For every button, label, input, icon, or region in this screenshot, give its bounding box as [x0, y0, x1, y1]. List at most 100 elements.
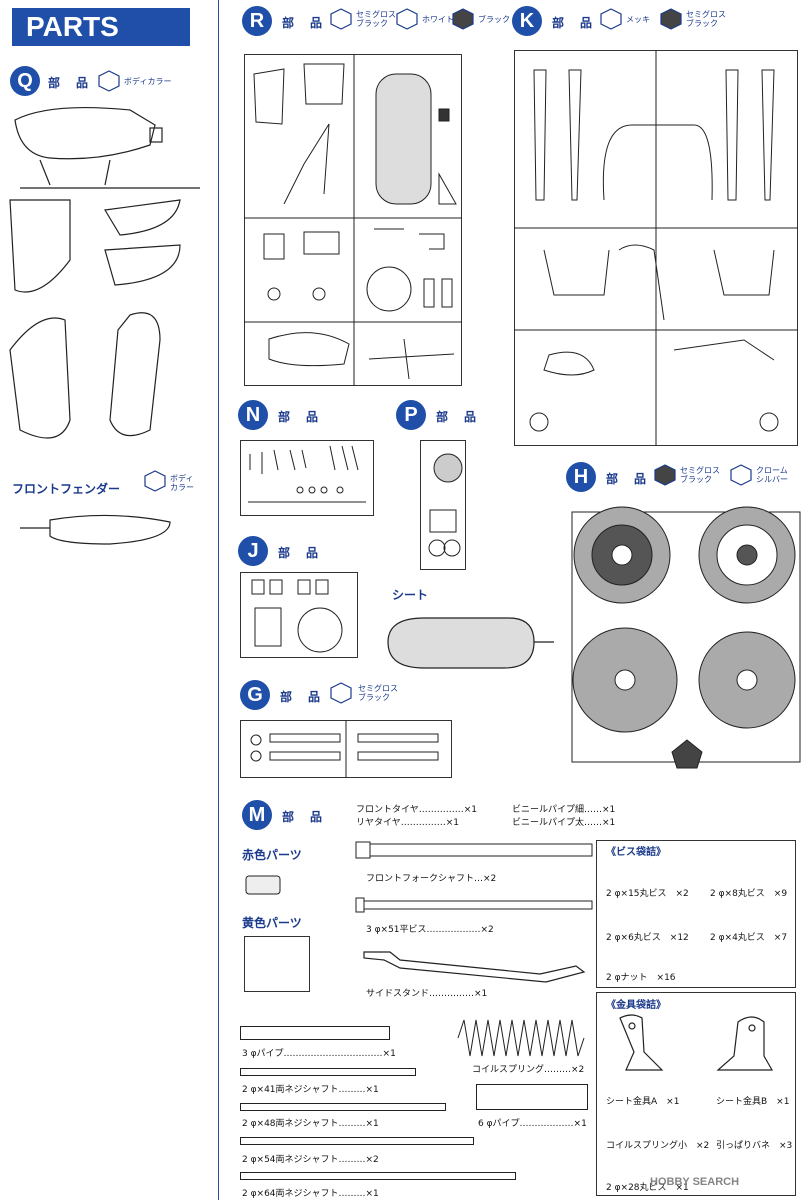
seat-brackets-drawing	[619, 1014, 774, 1071]
section-j-badge: J	[238, 536, 268, 566]
flat-screw-drawing	[355, 897, 593, 913]
p-parts-drawing	[428, 453, 463, 557]
section-q-color: ボディカラー	[124, 77, 172, 86]
tension-spring-item: 引っぱりバネ ×3	[716, 1141, 793, 1151]
j-parts-drawing	[251, 579, 343, 653]
hexagon-filled-icon	[452, 8, 474, 30]
hexagon-icon	[144, 470, 166, 492]
seat-bracket-b-item: シート金具B ×1	[716, 1097, 790, 1107]
pipe3-item: 3 φパイプ……………………………×1	[242, 1049, 396, 1059]
k-parts-drawing	[514, 50, 798, 446]
g-parts-drawing	[250, 720, 439, 778]
red-part-drawing	[245, 875, 281, 895]
shaft54-item: 2 φ×54両ネジシャフト………×2	[242, 1155, 379, 1165]
shaft54-drawing	[240, 1137, 474, 1145]
n-sprue-frame	[240, 440, 374, 516]
hexagon-filled-icon	[654, 464, 676, 486]
screw-6-item: 2 φ×6丸ビス ×12	[606, 933, 689, 943]
shaft64-item: 2 φ×64両ネジシャフト………×1	[242, 1189, 379, 1199]
h-color-2: クローム シルバー	[756, 466, 788, 484]
r-sprue-frame	[244, 54, 462, 386]
shaft41-item: 2 φ×41両ネジシャフト………×1	[242, 1085, 379, 1095]
screw-4-item: 2 φ×4丸ビス ×7	[710, 933, 788, 943]
pipe6-drawing	[476, 1084, 588, 1110]
hexagon-icon	[730, 464, 752, 486]
watermark: HOBBY SEARCH	[650, 1176, 740, 1188]
side-stand-item: サイドスタンド……………×1	[366, 989, 488, 999]
q-parts-drawing	[9, 106, 200, 439]
red-parts-label: 赤色パーツ	[242, 848, 302, 862]
section-m-label: 部 品	[282, 810, 325, 824]
shaft48-item: 2 φ×48両ネジシャフト………×1	[242, 1119, 379, 1129]
section-k-badge: K	[512, 6, 542, 36]
rear-tire-item: リヤタイヤ……………×1	[356, 818, 459, 828]
p-sprue-frame	[420, 440, 466, 570]
r-color-3: ブラック	[478, 15, 510, 24]
section-k-label: 部 品	[552, 16, 595, 30]
screw-bag-title: 《ビス袋詰》	[606, 847, 666, 858]
page-divider	[218, 0, 219, 1200]
section-r-badge: R	[242, 6, 272, 36]
hexagon-filled-icon	[660, 8, 682, 30]
hexagon-icon	[600, 8, 622, 30]
flat-screw-item: 3 φ×51平ビス………………×2	[366, 925, 494, 935]
section-g-label: 部 品	[280, 690, 323, 704]
metal-bag-frame	[596, 992, 796, 1196]
vinyl-pipe-thick-item: ビニールパイプ太……×1	[512, 818, 616, 828]
shaft48-drawing	[240, 1103, 446, 1111]
section-r-label: 部 品	[282, 16, 325, 30]
fork-shaft-item: フロントフォークシャフト…×2	[366, 874, 497, 884]
r-color-2: ホワイト	[422, 15, 454, 24]
n-parts-drawing	[248, 445, 366, 503]
r-color-1: セミグロス ブラック	[356, 10, 396, 28]
k-color-1: メッキ	[626, 15, 650, 24]
screw-bag-frame	[596, 840, 796, 988]
section-h-badge: H	[566, 462, 596, 492]
section-n-badge: N	[238, 400, 268, 430]
screw-28-item: 2 φ×28丸ビス ×1	[606, 1183, 689, 1193]
seat-label: シート	[392, 588, 429, 602]
h-color-1: セミグロス ブラック	[680, 466, 720, 484]
j-sprue-frame	[240, 572, 358, 658]
shaft41-drawing	[240, 1068, 416, 1076]
pipe3-drawing	[240, 1026, 390, 1040]
vinyl-pipe-thin-item: ビニールパイプ細……×1	[512, 805, 616, 815]
hexagon-icon	[330, 682, 352, 704]
metal-bag-title: 《金具袋詰》	[606, 1000, 666, 1011]
screw-8-item: 2 φ×8丸ビス ×9	[710, 889, 788, 899]
section-h-label: 部 品	[606, 472, 649, 486]
section-q-badge: Q	[10, 66, 40, 96]
hexagon-icon	[396, 8, 418, 30]
section-g-badge: G	[240, 680, 270, 710]
section-p-label: 部 品	[436, 410, 479, 424]
seat-bracket-a-item: シート金具A ×1	[606, 1097, 680, 1107]
section-q-label: 部 品	[48, 76, 91, 90]
yellow-sprue-frame	[244, 936, 310, 992]
front-fender-color: ボディ カラー	[170, 474, 194, 492]
k-color-2: セミグロス ブラック	[686, 10, 726, 28]
side-stand-drawing	[363, 951, 586, 983]
yellow-parts-label: 黄色パーツ	[242, 916, 302, 930]
screw-15-item: 2 φ×15丸ビス ×2	[606, 889, 689, 899]
section-m-badge: M	[242, 800, 272, 830]
coil-spring-item: コイルスプリング………×2	[472, 1065, 585, 1075]
shaft64-drawing	[240, 1172, 516, 1180]
coil-spring-drawing	[457, 1019, 585, 1057]
page-title: PARTS	[12, 8, 190, 46]
section-n-label: 部 品	[278, 410, 321, 424]
front-fender-label: フロントフェンダー	[12, 482, 121, 496]
small-coil-spring-item: コイルスプリング小 ×2	[606, 1141, 710, 1151]
front-tire-item: フロントタイヤ……………×1	[356, 805, 477, 815]
r-parts-drawing	[244, 54, 462, 386]
hexagon-icon	[330, 8, 352, 30]
nut-item: 2 φナット ×16	[606, 973, 676, 983]
section-j-label: 部 品	[278, 546, 321, 560]
seat-drawing	[387, 617, 554, 669]
hexagon-icon	[98, 70, 120, 92]
section-p-badge: P	[396, 400, 426, 430]
h-wheels-drawing	[571, 506, 801, 769]
fork-shaft-drawing	[355, 841, 593, 859]
g-color-1: セミグロス ブラック	[358, 684, 398, 702]
front-fender-drawing	[20, 514, 171, 545]
pipe6-item: 6 φパイプ………………×1	[478, 1119, 587, 1129]
